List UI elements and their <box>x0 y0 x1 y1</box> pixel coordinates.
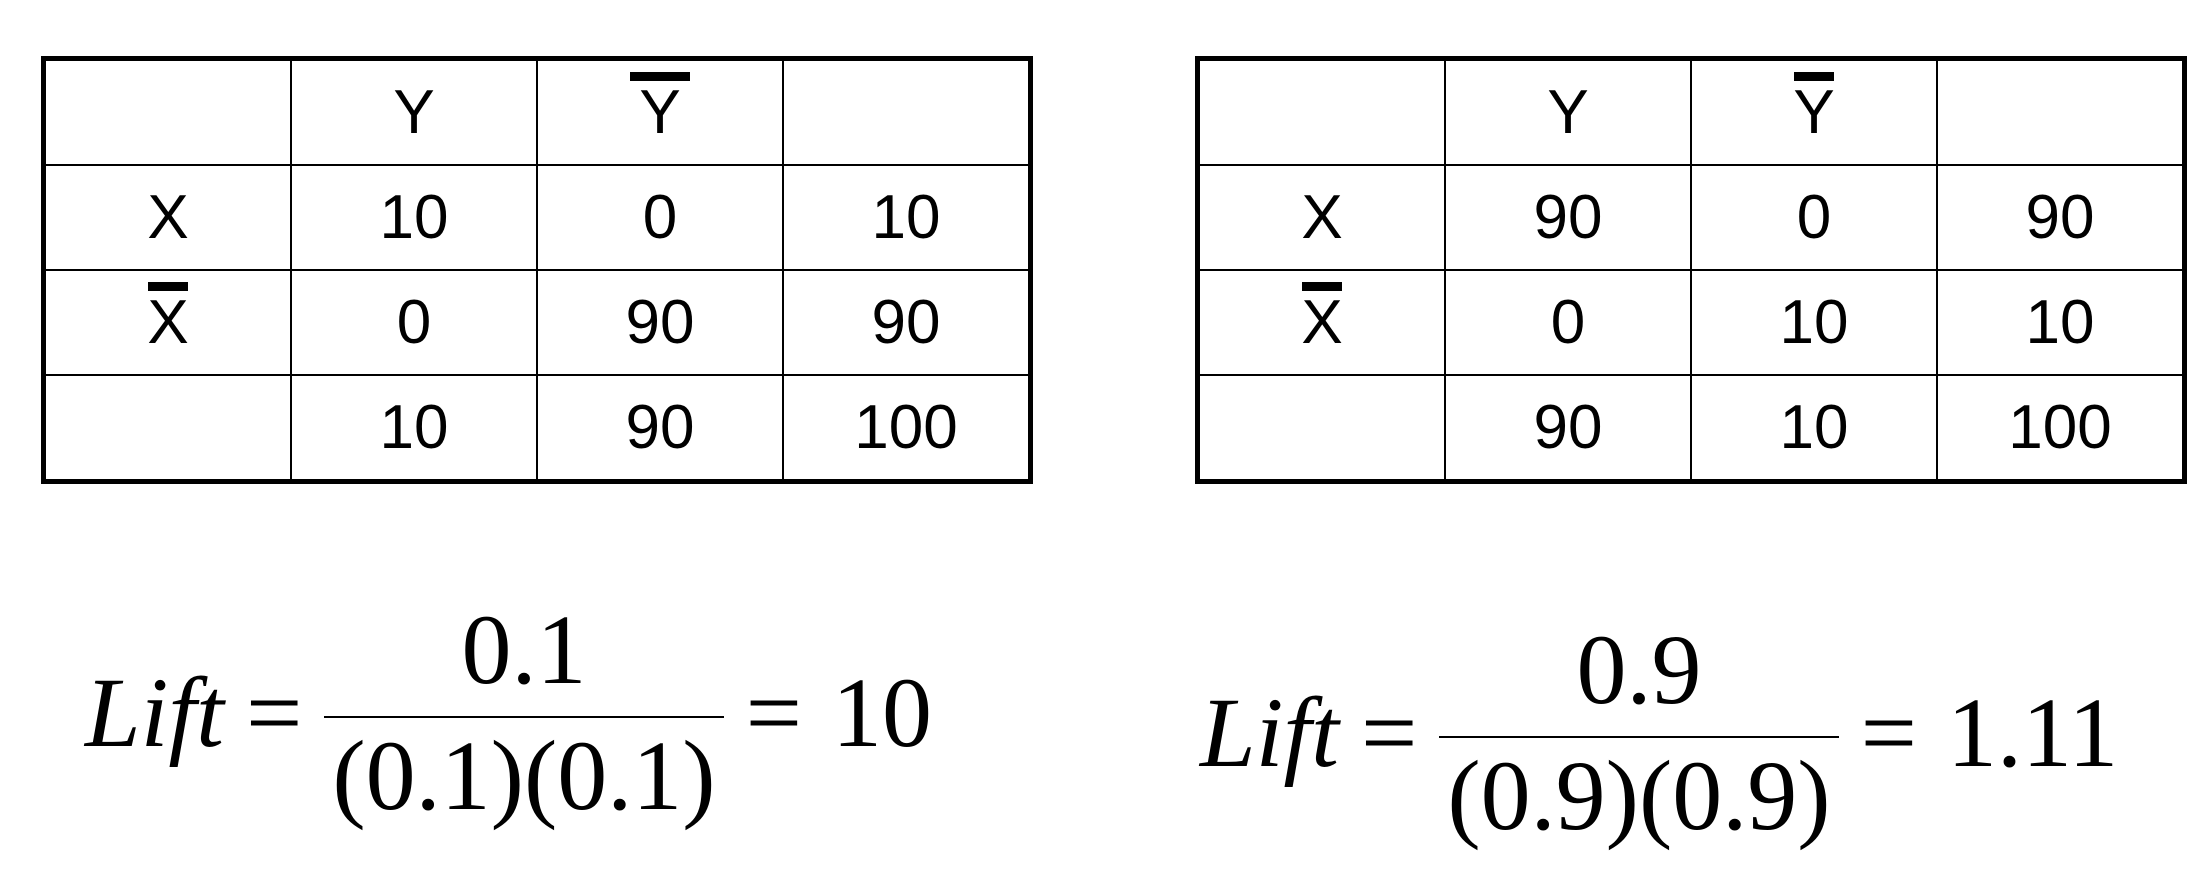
table-cell: 10 <box>290 374 538 483</box>
row-header-total <box>42 374 292 483</box>
col-header-total <box>782 57 1032 166</box>
table-cell: 10 <box>1690 374 1938 483</box>
lift-formula-right: Lift = 0.9 (0.9)(0.9) = 1.11 <box>1200 620 2118 846</box>
table-row: X 0 90 90 <box>42 269 1032 376</box>
lift-result: 10 <box>831 657 932 768</box>
table-cell: 0 <box>536 164 784 271</box>
table-row: X 10 0 10 <box>42 164 1032 271</box>
equals-sign: = <box>245 657 303 768</box>
row-header-not-x: X <box>42 269 292 376</box>
fraction: 0.1 (0.1)(0.1) <box>324 594 724 826</box>
denominator: (0.9)(0.9) <box>1439 736 1839 846</box>
row-header-x: X <box>42 164 292 271</box>
table-cell: 100 <box>1936 374 2186 483</box>
table-cell: 10 <box>1936 269 2186 376</box>
table-row: 10 90 100 <box>42 374 1032 483</box>
contingency-table-right: Y Y X 90 0 90 X 0 10 10 90 10 100 <box>1195 56 2187 484</box>
equals-sign: = <box>1860 677 1917 788</box>
table-header-row: Y Y <box>1196 57 2186 166</box>
denominator: (0.1)(0.1) <box>324 716 724 826</box>
table-cell: 90 <box>1444 164 1692 271</box>
table-corner-cell <box>42 57 292 166</box>
table-header-row: Y Y <box>42 57 1032 166</box>
col-header-total <box>1936 57 2186 166</box>
table-cell: 90 <box>1936 164 2186 271</box>
table-row: 90 10 100 <box>1196 374 2186 483</box>
table-cell: 0 <box>1690 164 1938 271</box>
table-cell: 100 <box>782 374 1032 483</box>
overbar-x-label: X <box>1301 287 1343 357</box>
table-cell: 10 <box>782 164 1032 271</box>
lift-formula-left: Lift = 0.1 (0.1)(0.1) = 10 <box>85 600 932 826</box>
equals-sign: = <box>745 657 802 768</box>
lift-result: 1.11 <box>1946 677 2119 788</box>
table-cell: 90 <box>1444 374 1692 483</box>
row-header-x: X <box>1196 164 1446 271</box>
col-header-y: Y <box>290 57 538 166</box>
table-row: X 90 0 90 <box>1196 164 2186 271</box>
table-cell: 10 <box>290 164 538 271</box>
table-cell: 90 <box>536 374 784 483</box>
row-header-total <box>1196 374 1446 483</box>
numerator: 0.1 <box>461 594 587 705</box>
overbar-y-label: Y <box>639 77 681 147</box>
table-cell: 90 <box>782 269 1032 376</box>
contingency-table-left: Y Y X 10 0 10 X 0 90 90 10 90 100 <box>41 56 1033 484</box>
table-cell: 90 <box>536 269 784 376</box>
fraction: 0.9 (0.9)(0.9) <box>1439 614 1839 846</box>
col-header-y: Y <box>1444 57 1692 166</box>
overbar-x-label: X <box>147 287 189 357</box>
overbar-y-label: Y <box>1793 77 1835 147</box>
table-cell: 0 <box>290 269 538 376</box>
lift-label: Lift <box>85 657 224 768</box>
table-cell: 10 <box>1690 269 1938 376</box>
numerator: 0.9 <box>1576 614 1702 725</box>
table-row: X 0 10 10 <box>1196 269 2186 376</box>
table-corner-cell <box>1196 57 1446 166</box>
col-header-not-y: Y <box>1690 57 1938 166</box>
lift-label: Lift <box>1200 677 1339 788</box>
row-header-not-x: X <box>1196 269 1446 376</box>
equals-sign: = <box>1360 677 1418 788</box>
table-cell: 0 <box>1444 269 1692 376</box>
col-header-not-y: Y <box>536 57 784 166</box>
